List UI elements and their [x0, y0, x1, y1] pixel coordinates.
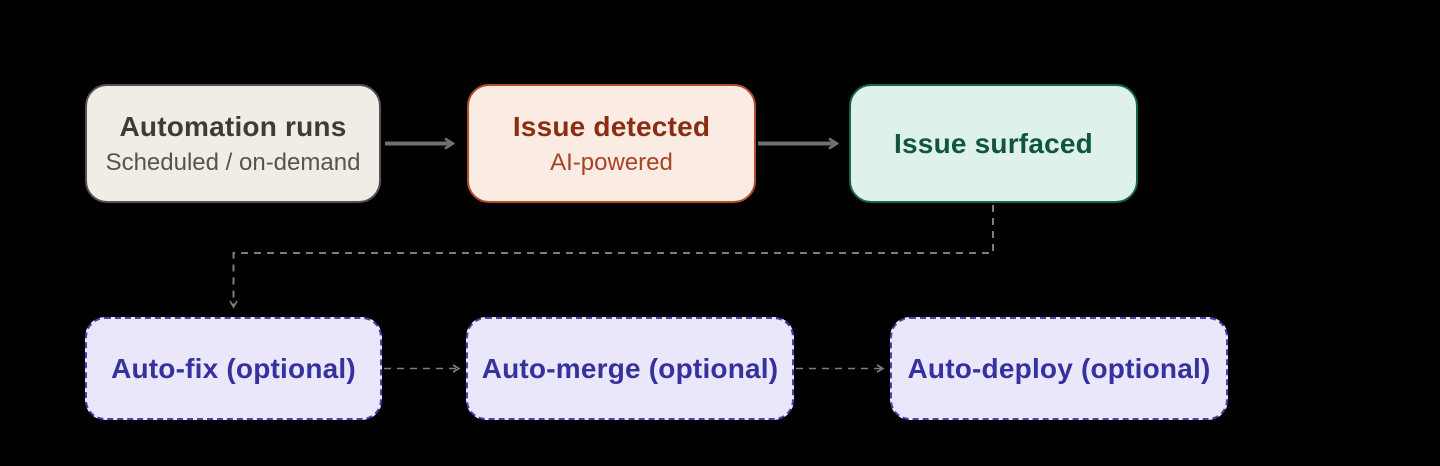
node-issue-detected-subtitle: AI-powered — [550, 148, 673, 176]
node-auto-fix: Auto-fix (optional) — [85, 317, 382, 420]
node-auto-fix-title: Auto-fix (optional) — [111, 353, 356, 384]
node-automation-runs-subtitle: Scheduled / on-demand — [105, 148, 361, 176]
node-auto-merge-title: Auto-merge (optional) — [481, 353, 779, 384]
node-auto-deploy: Auto-deploy (optional) — [890, 317, 1228, 420]
node-automation-runs-title: Automation runs — [119, 110, 347, 142]
node-issue-detected-title: Issue detected — [512, 110, 711, 142]
dashed-arrow-surfaced-to-autofix — [229, 205, 994, 309]
node-auto-deploy-title: Auto-deploy (optional) — [907, 353, 1211, 384]
node-automation-runs: Automation runs Scheduled / on-demand — [85, 84, 381, 203]
node-issue-surfaced: Issue surfaced — [849, 84, 1138, 203]
node-issue-surfaced-title: Issue surfaced — [894, 128, 1093, 159]
node-auto-merge: Auto-merge (optional) — [466, 317, 794, 420]
node-issue-detected: Issue detected AI-powered — [467, 84, 756, 203]
